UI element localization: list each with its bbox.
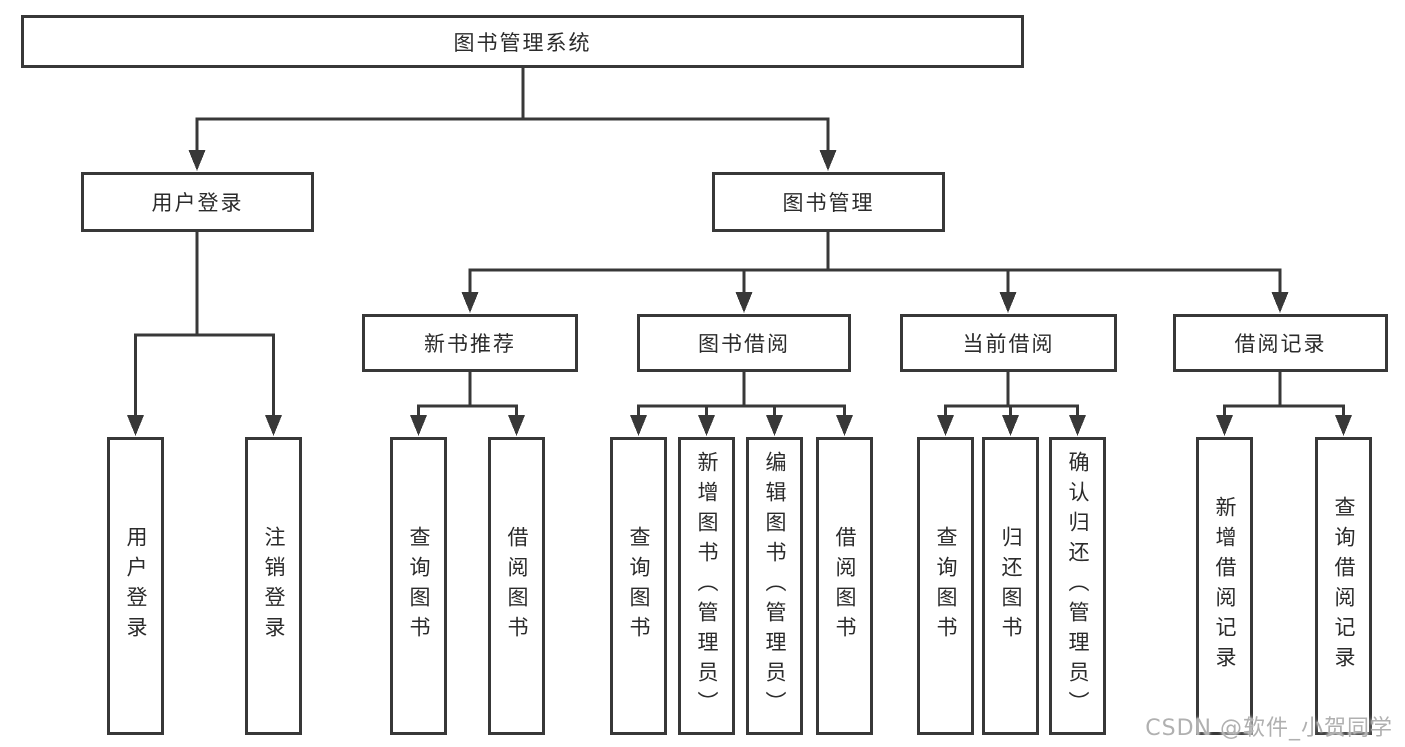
node-label: 图书管理系统 [453,30,592,55]
arrow-down-icon [1002,415,1019,436]
leaf-borrow-books-recommend: 借阅图书 [488,437,545,735]
leaf-label: 新增图书（管理员） [695,451,719,721]
arrow-down-icon [461,292,479,313]
arrow-down-icon [265,415,282,436]
arrow-down-icon [766,415,783,436]
arrow-down-icon [1069,415,1086,436]
leaf-label: 新增借阅记录 [1213,496,1237,676]
arrow-down-icon [999,292,1017,313]
leaf-label: 编辑图书（管理员） [763,451,787,721]
node-borrowing-records: 借阅记录 [1173,314,1388,372]
leaf-edit-book-admin: 编辑图书（管理员） [746,437,803,735]
leaf-return-book: 归还图书 [982,437,1039,735]
leaf-query-books-borrowing: 查询图书 [610,437,667,735]
node-root-system: 图书管理系统 [21,15,1024,68]
node-current-borrowing: 当前借阅 [900,314,1117,372]
leaf-borrow-books-borrowing: 借阅图书 [816,437,873,735]
leaf-label: 归还图书 [999,526,1023,646]
arrow-down-icon [127,415,144,436]
node-new-book-recommendation: 新书推荐 [362,314,578,372]
arrow-down-icon [188,150,206,171]
leaf-query-books-recommend: 查询图书 [390,437,447,735]
node-label: 图书管理 [782,191,875,215]
leaf-label: 借阅图书 [505,526,529,646]
node-label: 借阅记录 [1234,332,1327,356]
arrow-down-icon [508,415,525,436]
arrow-down-icon [630,415,647,436]
leaf-query-borrow-record: 查询借阅记录 [1315,437,1372,735]
arrow-down-icon [819,150,837,171]
node-book-borrowing: 图书借阅 [637,314,851,372]
leaf-add-borrow-record: 新增借阅记录 [1196,437,1253,735]
node-label: 用户登录 [151,191,244,215]
leaf-label: 查询图书 [934,526,958,646]
arrow-down-icon [1216,415,1233,436]
leaf-label: 借阅图书 [833,526,857,646]
leaf-query-books-current: 查询图书 [917,437,974,735]
arrow-down-icon [735,292,753,313]
leaf-label: 查询借阅记录 [1332,496,1356,676]
leaf-label: 查询图书 [627,526,651,646]
leaf-label: 注销登录 [262,526,286,646]
watermark: CSDN @软件_小贺同学 [1145,716,1393,741]
node-book-management: 图书管理 [712,172,945,232]
arrow-down-icon [937,415,954,436]
leaf-logout: 注销登录 [245,437,302,735]
leaf-add-book-admin: 新增图书（管理员） [678,437,735,735]
leaf-label: 用户登录 [124,526,148,646]
arrow-down-icon [1335,415,1352,436]
leaf-user-login: 用户登录 [107,437,164,735]
node-label: 图书借阅 [698,332,790,356]
node-label: 当前借阅 [962,332,1055,356]
arrow-down-icon [410,415,427,436]
leaf-label: 查询图书 [407,526,431,646]
arrow-down-icon [836,415,853,436]
node-label: 新书推荐 [424,332,516,356]
node-user-login: 用户登录 [81,172,314,232]
leaf-confirm-return-admin: 确认归还（管理员） [1049,437,1106,735]
leaf-label: 确认归还（管理员） [1066,451,1090,721]
arrow-down-icon [1271,292,1289,313]
arrow-down-icon [698,415,715,436]
